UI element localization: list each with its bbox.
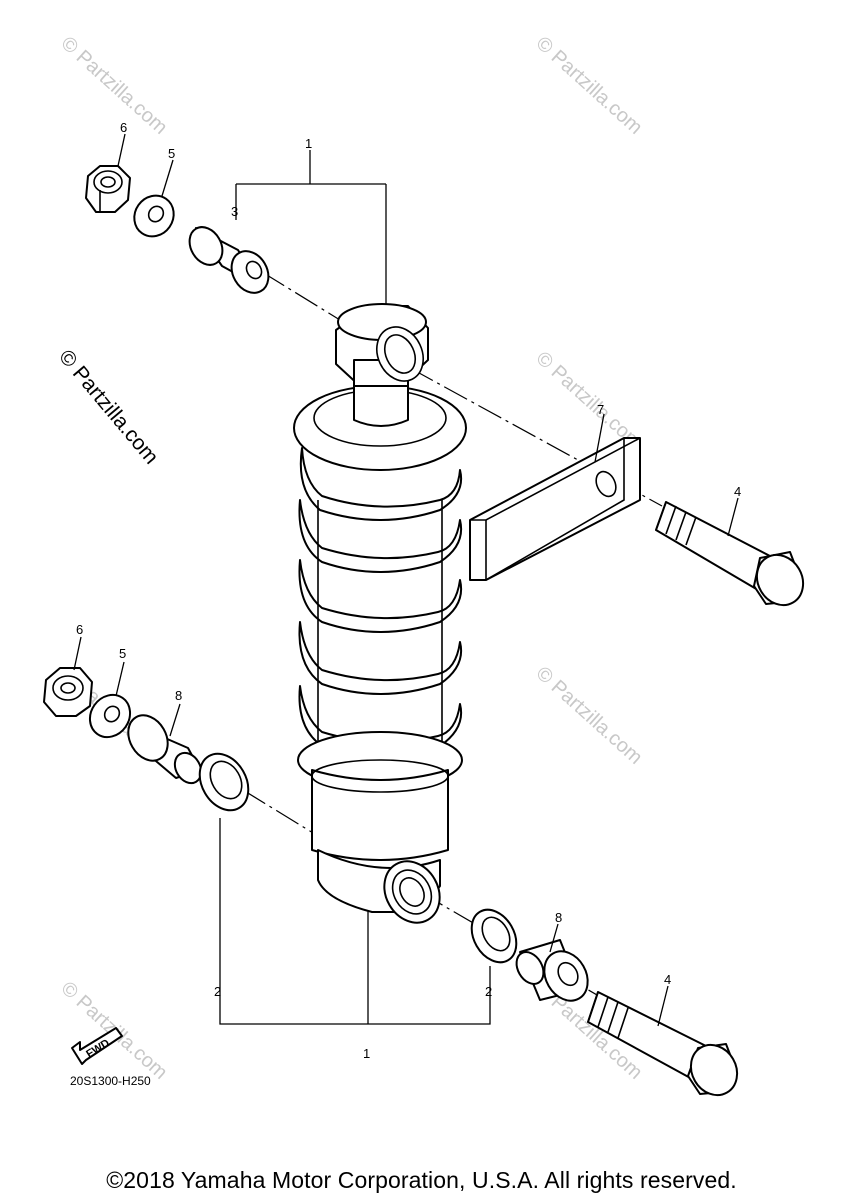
copyright-notice: ©2018 Yamaha Motor Corporation, U.S.A. A… xyxy=(106,1167,737,1193)
callout-3: 3 xyxy=(231,204,238,219)
shock-absorber xyxy=(293,303,467,924)
bolt-upper xyxy=(655,501,805,607)
oil-seal-right xyxy=(470,908,518,964)
callout-8-left: 8 xyxy=(175,688,182,703)
watermark: © Partzilla.com xyxy=(57,32,172,139)
callouts: 1 6 5 3 7 4 6 5 8 8 4 2 2 1 xyxy=(76,120,741,1061)
callout-1-top: 1 xyxy=(305,136,312,151)
callout-5-lower: 5 xyxy=(119,646,126,661)
callout-4-upper: 4 xyxy=(734,484,741,499)
bracket xyxy=(469,437,641,581)
callout-2-left: 2 xyxy=(214,984,221,999)
callout-5-upper: 5 xyxy=(168,146,175,161)
collar-right xyxy=(515,939,589,1002)
bush-upper xyxy=(188,226,270,294)
callout-6-upper: 6 xyxy=(120,120,127,135)
watermark: © Partzilla.com xyxy=(532,662,647,769)
watermark: © Partzilla.com xyxy=(532,32,647,139)
callout-6-lower: 6 xyxy=(76,622,83,637)
callout-1-bottom: 1 xyxy=(363,1046,370,1061)
nut-upper xyxy=(85,165,131,213)
diagram-code: 20S1300-H250 xyxy=(70,1074,151,1088)
coil-spring xyxy=(298,447,462,760)
nut-lower xyxy=(43,667,93,717)
leader-lines xyxy=(73,133,739,1027)
callout-2-right: 2 xyxy=(485,984,492,999)
callout-4-lower: 4 xyxy=(664,972,671,987)
collar-left xyxy=(127,714,203,785)
oil-seal-left xyxy=(198,752,250,812)
callout-8-right: 8 xyxy=(555,910,562,925)
watermark-prominent: © Partzilla.com xyxy=(54,345,163,468)
fwd-arrow-icon: FWD xyxy=(71,1027,123,1065)
washer-lower xyxy=(88,693,132,739)
washer-upper xyxy=(133,194,175,238)
bolt-lower xyxy=(587,991,739,1097)
callout-7: 7 xyxy=(597,402,604,417)
